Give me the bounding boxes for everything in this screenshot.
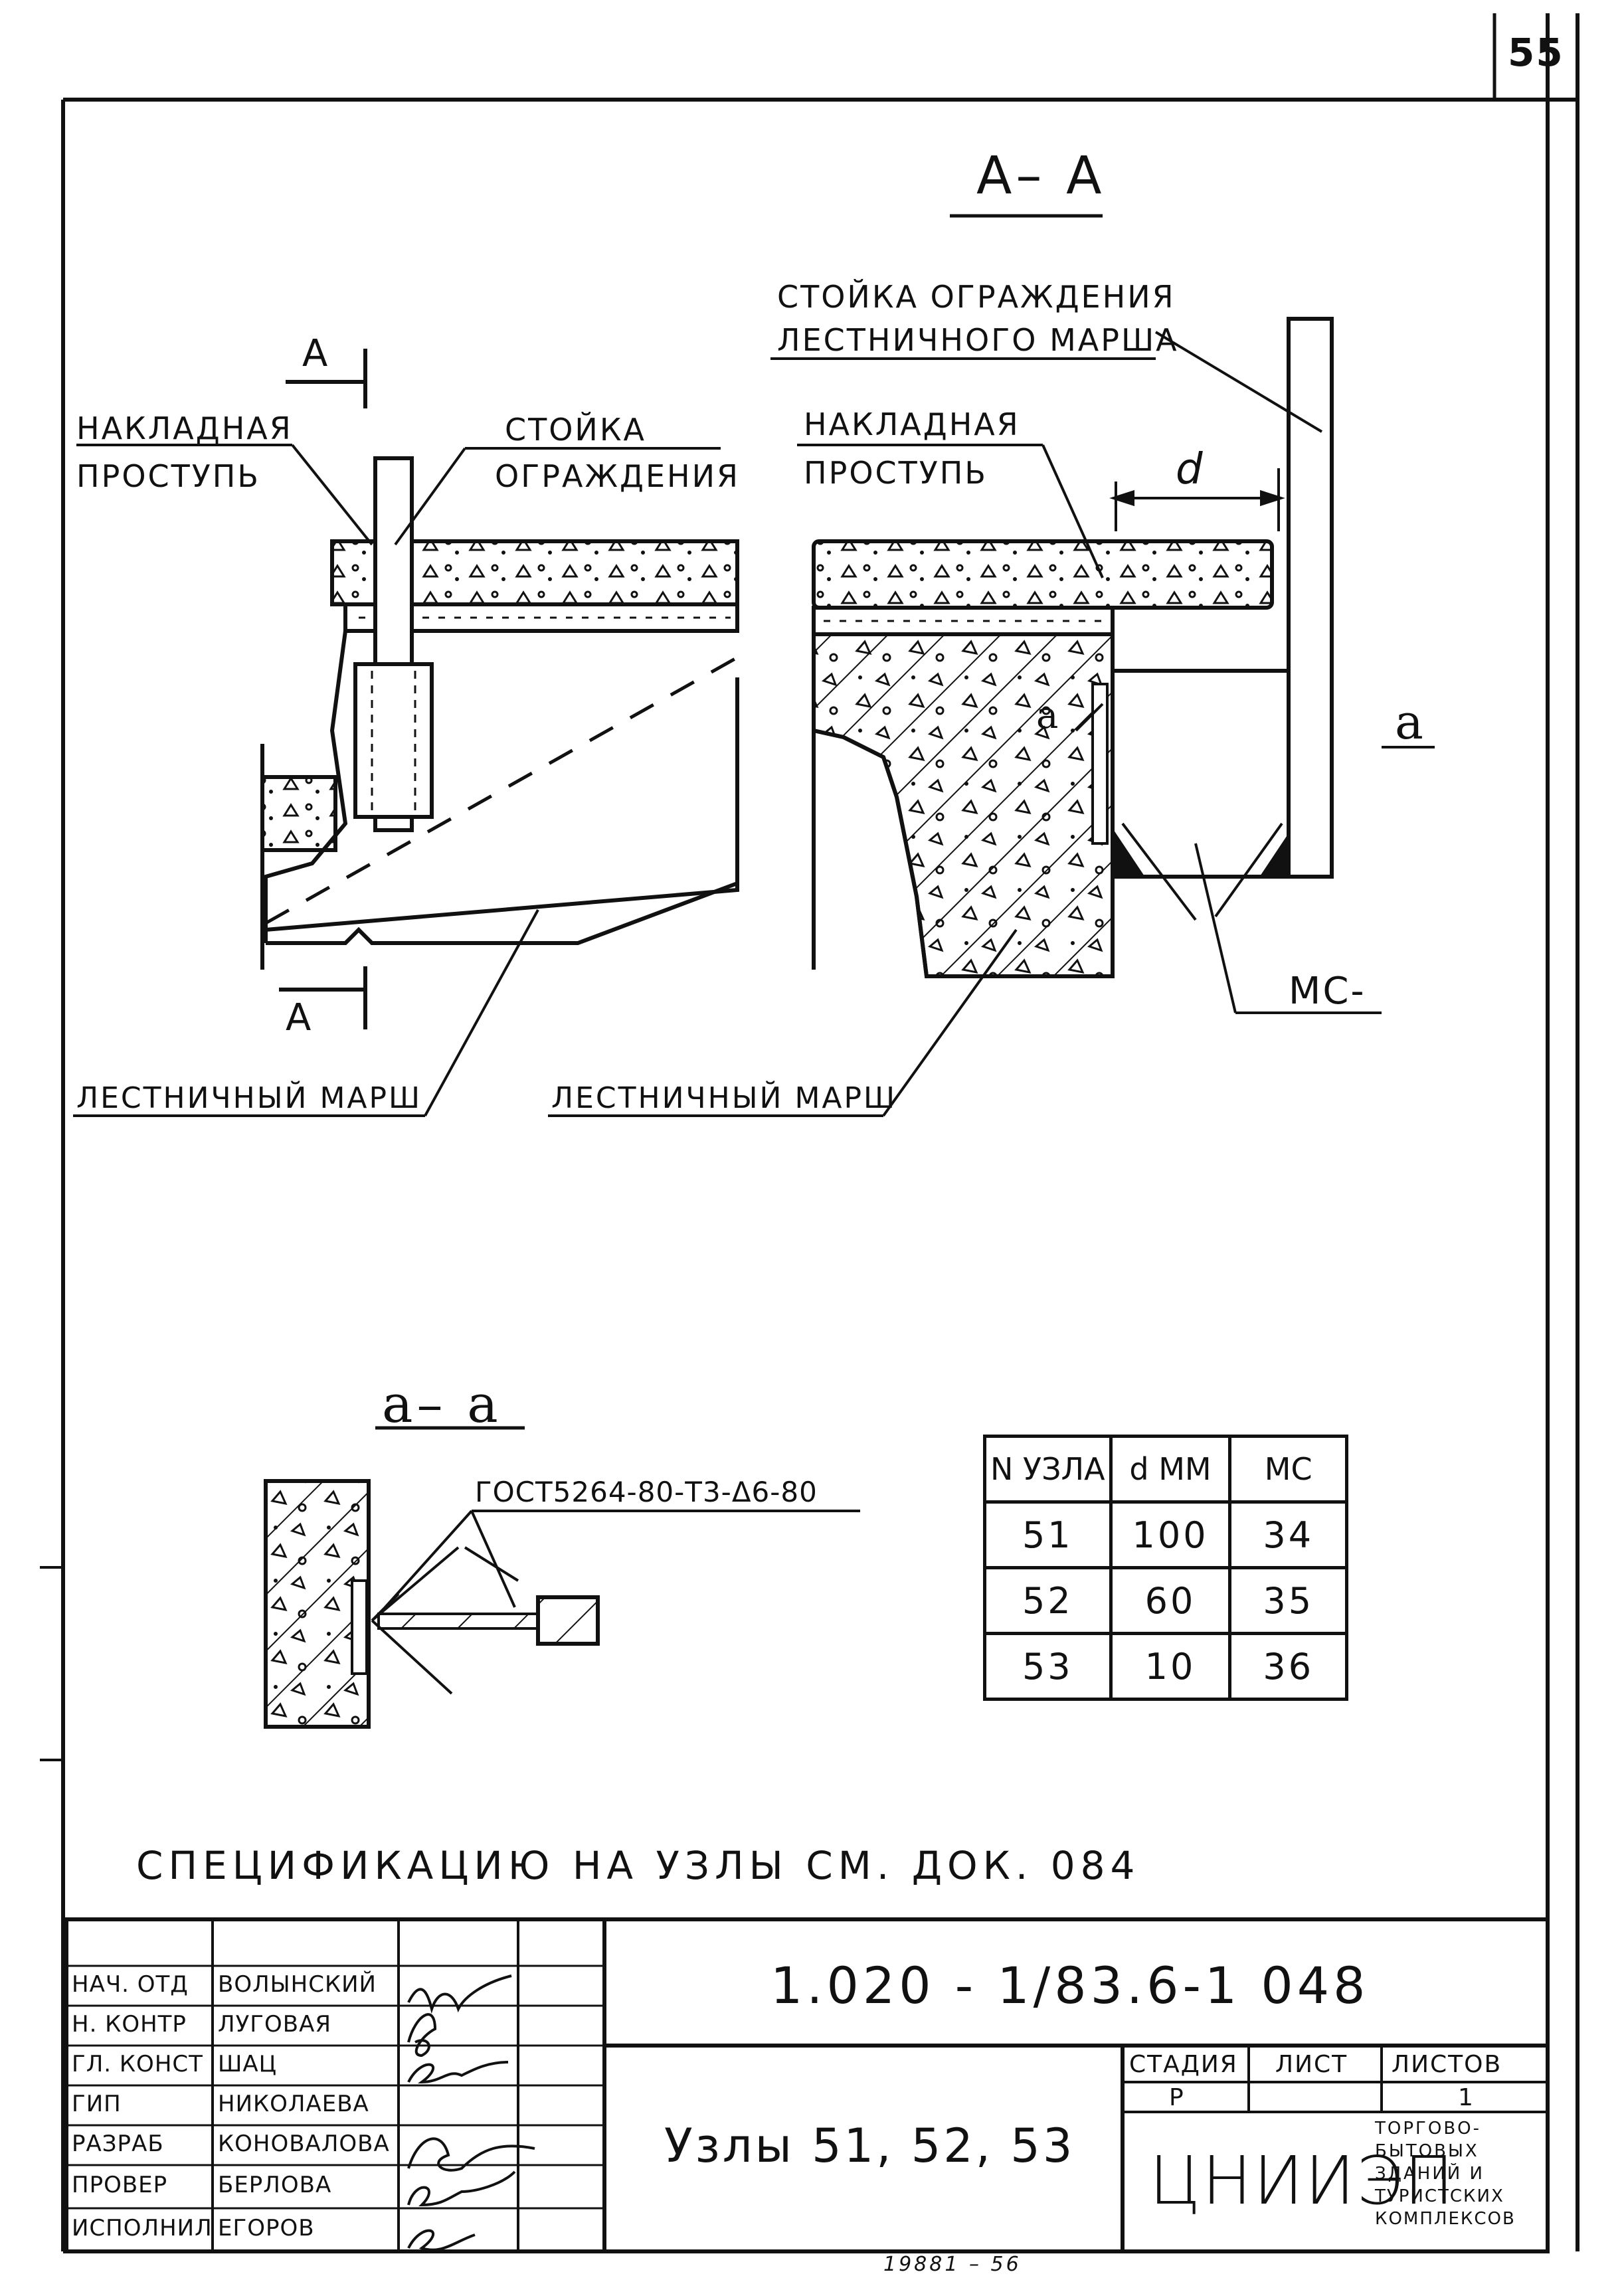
node-a-label: а (1395, 694, 1425, 750)
table-header-row: N УЗЛА d ММ МС (983, 1435, 1348, 1504)
section-cut-marks (279, 349, 367, 1029)
signer-role: ИСПОЛНИЛ (72, 2215, 213, 2241)
label-railing-post-left-line1: СТОЙКА (505, 412, 646, 448)
sheets-value: 1 (1458, 2084, 1473, 2111)
label-railing-post-stair-line2: ЛЕСТНИЧНОГО МАРША (777, 322, 1179, 358)
label-railing-post-stair-line1: СТОЙКА ОГРАЖДЕНИЯ (777, 279, 1176, 315)
label-overlay-tread-right-line2: ПРОСТУПЬ (804, 455, 988, 491)
table-cell: 60 (1109, 1566, 1232, 1635)
table-row: 53 10 36 (983, 1632, 1348, 1701)
section-title-aa: А– А (976, 146, 1106, 206)
table-cell: 51 (983, 1500, 1113, 1569)
signer-name: НИКОЛАЕВА (218, 2091, 369, 2117)
page-number: 55 (1508, 30, 1564, 75)
signatures (407, 1974, 535, 2251)
spec-reference-note: СПЕЦИФИКАЦИЮ НА УЗЛЫ СМ. ДОК. 084 (136, 1843, 1140, 1888)
section-a-a-detail (264, 1479, 600, 1729)
organization-desc-4: ТУРИСТСКИХ (1375, 2186, 1504, 2206)
col-header-d: d ММ (1109, 1435, 1232, 1504)
table-cell: 10 (1109, 1632, 1232, 1701)
table-cell: 52 (983, 1566, 1113, 1635)
signer-role: НАЧ. ОТД (72, 1971, 189, 1998)
section-mark-top: А (302, 332, 330, 375)
right-detail (812, 317, 1334, 978)
label-overlay-tread-right-line1: НАКЛАДНАЯ (804, 406, 1020, 442)
organization-desc-3: ЗДАНИЙ И (1375, 2164, 1485, 2184)
signer-name: ЛУГОВАЯ (218, 2011, 331, 2038)
section-title-a-a: а– а (382, 1375, 502, 1435)
signer-role: ГИП (72, 2091, 122, 2117)
sheet-title: Узлы 51, 52, 53 (664, 2119, 1075, 2173)
document-code: 1.020 - 1/83.6-1 048 (770, 1956, 1370, 2015)
organization-desc-2: БЫТОВЫХ (1375, 2141, 1479, 2161)
mc-label: МС- (1289, 970, 1366, 1013)
signer-name: КОНОВАЛОВА (218, 2131, 390, 2157)
table-cell: 53 (983, 1632, 1113, 1701)
table-row: 51 100 34 (983, 1500, 1348, 1569)
label-stair-flight-right: ЛЕСТНИЧНЫЙ МАРШ (551, 1081, 897, 1115)
sheets-header: ЛИСТОВ (1392, 2051, 1502, 2078)
signer-name: ЕГОРОВ (218, 2215, 315, 2241)
signer-role: РАЗРАБ (72, 2131, 164, 2157)
col-header-mc: МС (1228, 1435, 1348, 1504)
signer-name: БЕРЛОВА (218, 2172, 332, 2198)
signer-role: ПРОВЕР (72, 2172, 168, 2198)
col-header-node: N УЗЛА (983, 1435, 1113, 1504)
title-block-grid (64, 1917, 1550, 2253)
table-cell: 35 (1228, 1566, 1348, 1635)
signer-name: ШАЦ (218, 2051, 278, 2077)
organization-name: ЦНИИЭП (1149, 2142, 1455, 2220)
left-detail (260, 456, 739, 970)
weld-note: ГОСТ5264-80-Т3-Δ6-80 (475, 1476, 818, 1508)
table-cell: 36 (1228, 1632, 1348, 1701)
table-cell: 34 (1228, 1500, 1348, 1569)
nodes-spec-table: N УЗЛА d ММ МС 51 100 34 52 60 35 53 10 … (983, 1435, 1348, 1701)
label-overlay-tread-left-line2: ПРОСТУПЬ (76, 458, 260, 494)
label-stair-flight-left: ЛЕСТНИЧНЫЙ МАРШ (76, 1081, 422, 1115)
table-row: 52 60 35 (983, 1566, 1348, 1635)
sheet-header: ЛИСТ (1275, 2051, 1348, 2078)
stage-header: СТАДИЯ (1129, 2051, 1238, 2078)
organization-desc-5: КОМПЛЕКСОВ (1375, 2209, 1516, 2229)
node-a-small-label: а (1036, 694, 1061, 737)
label-railing-post-left-line2: ОГРАЖДЕНИЯ (495, 458, 740, 494)
bottom-archive-stamp: 19881 – 56 (883, 2253, 1022, 2276)
leader-lines (73, 331, 1435, 1609)
stage-value: Р (1169, 2084, 1184, 2111)
table-cell: 100 (1109, 1500, 1232, 1569)
signer-name: ВОЛЫНСКИЙ (218, 1971, 377, 1998)
dimension-d: d (1176, 445, 1205, 494)
label-overlay-tread-left-line1: НАКЛАДНАЯ (76, 410, 293, 446)
signer-role: Н. КОНТР (72, 2011, 187, 2038)
organization-desc-1: ТОРГОВО- (1375, 2119, 1482, 2139)
section-mark-bottom: А (286, 996, 314, 1039)
signer-role: ГЛ. КОНСТ (72, 2051, 203, 2077)
